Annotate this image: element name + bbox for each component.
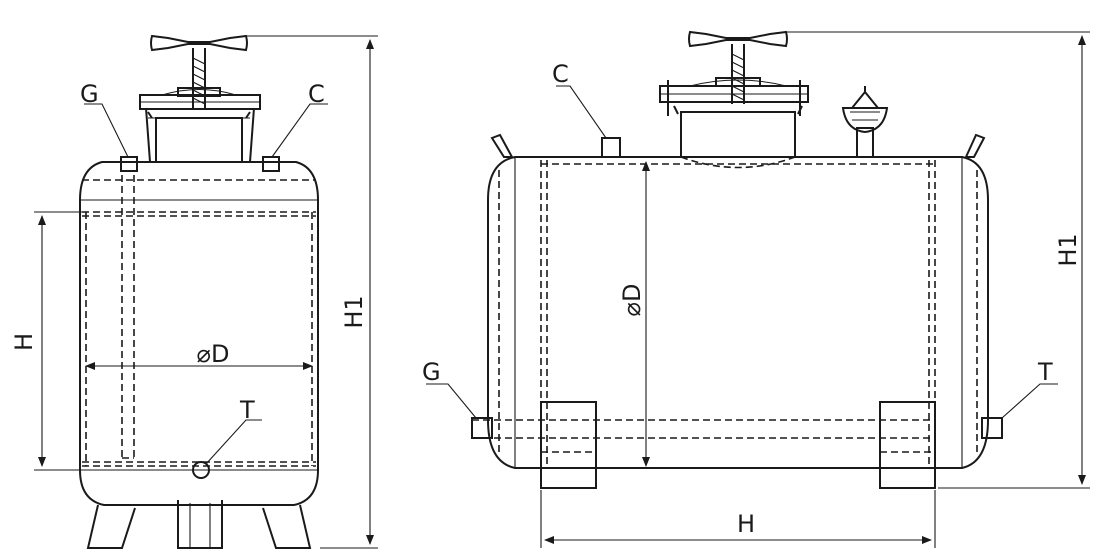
vertical-manhole-neck xyxy=(155,117,243,163)
vertical-screw xyxy=(192,48,206,108)
vertical-fitting-g xyxy=(120,156,138,172)
horizontal-label-h: H xyxy=(737,510,755,538)
horizontal-tank: C G T ⌀D H1 H xyxy=(422,30,1090,548)
horizontal-t-handle xyxy=(688,30,788,48)
horizontal-label-g: G xyxy=(422,358,441,386)
horizontal-label-c: C xyxy=(552,60,569,88)
horizontal-fitting-g xyxy=(471,417,493,439)
horizontal-screw xyxy=(731,44,745,104)
vertical-t-handle xyxy=(150,34,248,52)
horizontal-fitting-t xyxy=(981,417,1003,439)
horizontal-manhole-neck xyxy=(680,111,796,158)
vertical-label-g: G xyxy=(80,80,99,108)
vertical-fitting-c xyxy=(262,156,280,172)
vertical-label-h1: H1 xyxy=(340,295,368,328)
vertical-tank-legs xyxy=(86,500,312,549)
vertical-tank: G C H H1 ⌀D T xyxy=(10,34,378,549)
horizontal-fitting-c xyxy=(601,137,621,158)
horizontal-label-diameter: ⌀D xyxy=(618,284,646,317)
horizontal-vent-cap xyxy=(841,86,889,158)
vertical-label-diameter: ⌀D xyxy=(197,340,230,368)
vertical-tank-shell xyxy=(79,161,319,506)
vertical-label-t: T xyxy=(239,396,255,424)
horizontal-label-h1: H1 xyxy=(1054,233,1082,266)
vertical-label-c: C xyxy=(308,80,325,108)
vertical-outlet-t xyxy=(192,461,210,479)
horizontal-foot-right xyxy=(879,401,936,489)
horizontal-foot-left xyxy=(540,401,597,489)
vertical-label-h: H xyxy=(10,333,38,351)
horizontal-clamp xyxy=(659,77,809,116)
horizontal-tank-shell xyxy=(487,156,989,469)
horizontal-label-t: T xyxy=(1037,358,1053,386)
